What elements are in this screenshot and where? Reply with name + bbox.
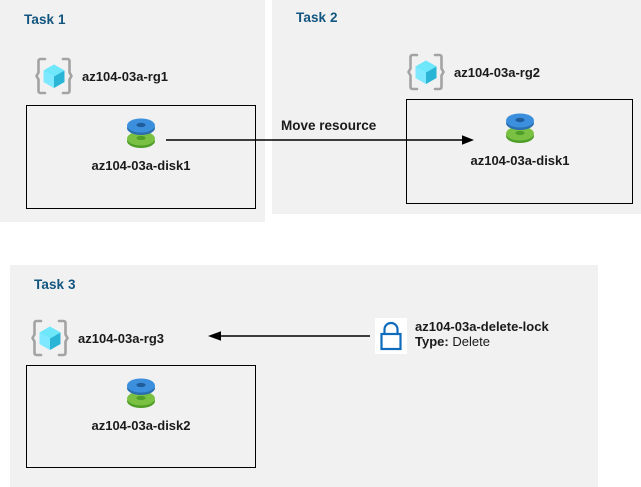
disk-node-3: az104-03a-disk2	[71, 373, 211, 433]
delete-lock-type-line: Type: Delete	[415, 334, 549, 349]
move-resource-caption: Move resource	[281, 118, 377, 133]
resource-group-node-3: az104-03a-rg3	[30, 318, 164, 358]
delete-lock-type-key: Type:	[415, 334, 449, 350]
resource-group-icon	[34, 56, 74, 96]
move-resource-arrow	[166, 135, 474, 145]
resource-group-icon	[406, 52, 446, 92]
delete-lock-text: az104-03a-delete-lock Type: Delete	[415, 318, 549, 350]
resource-group-label-3: az104-03a-rg3	[78, 330, 164, 346]
managed-disk-icon	[498, 108, 542, 150]
resource-group-label-1: az104-03a-rg1	[82, 68, 168, 84]
resource-group-icon	[30, 318, 70, 358]
delete-lock-type-value: Delete	[452, 334, 490, 350]
resource-group-label-2: az104-03a-rg2	[454, 64, 540, 80]
disk-label-1: az104-03a-disk1	[91, 158, 191, 173]
delete-lock-node: az104-03a-delete-lock Type: Delete	[375, 318, 549, 354]
delete-lock-name: az104-03a-delete-lock	[415, 319, 549, 334]
task-panel-3-title: Task 3	[34, 277, 76, 292]
lock-icon	[375, 318, 407, 354]
task-panel-1-title: Task 1	[24, 12, 66, 27]
managed-disk-icon	[119, 113, 163, 155]
resource-group-node-1: az104-03a-rg1	[34, 56, 168, 96]
disk-node-2: az104-03a-disk1	[450, 108, 590, 168]
disk-label-3: az104-03a-disk2	[91, 418, 191, 433]
disk-node-1: az104-03a-disk1	[71, 113, 211, 173]
resource-group-node-2: az104-03a-rg2	[406, 52, 540, 92]
managed-disk-icon	[119, 373, 163, 415]
task-panel-2-title: Task 2	[296, 10, 338, 25]
lock-association-arrow	[208, 331, 370, 341]
disk-label-2: az104-03a-disk1	[470, 153, 570, 168]
